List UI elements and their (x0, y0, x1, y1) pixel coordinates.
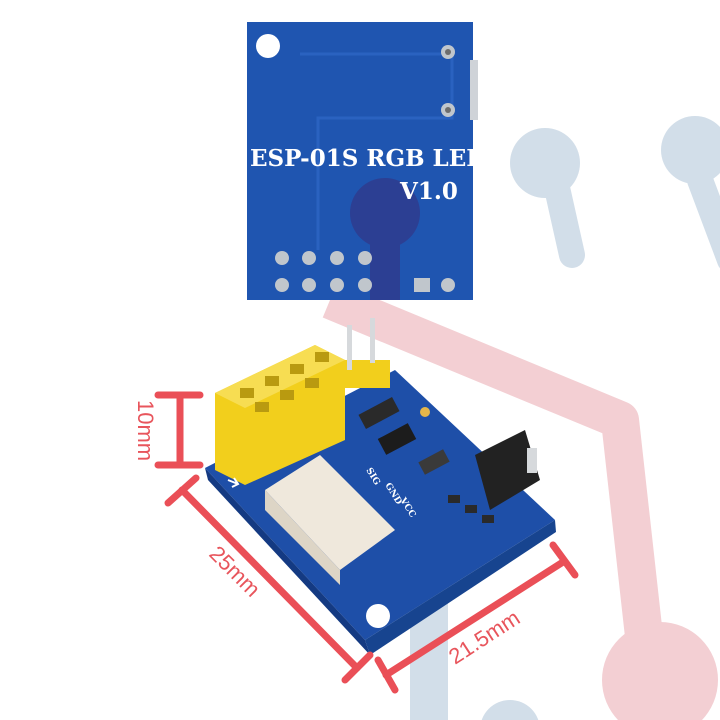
dimension-length-label: 25mm (204, 541, 265, 602)
silkscreen-title: ESP-01S RGB LED (250, 145, 486, 172)
silkscreen-version: V1.0 (399, 178, 458, 205)
pcb-back-view: ESP-01S RGB LED V1.0 (247, 22, 486, 300)
dimension-height-label: 10mm (133, 400, 158, 461)
pcb-front-view: SIG GND VCC (205, 318, 556, 655)
background-traces (322, 116, 720, 720)
